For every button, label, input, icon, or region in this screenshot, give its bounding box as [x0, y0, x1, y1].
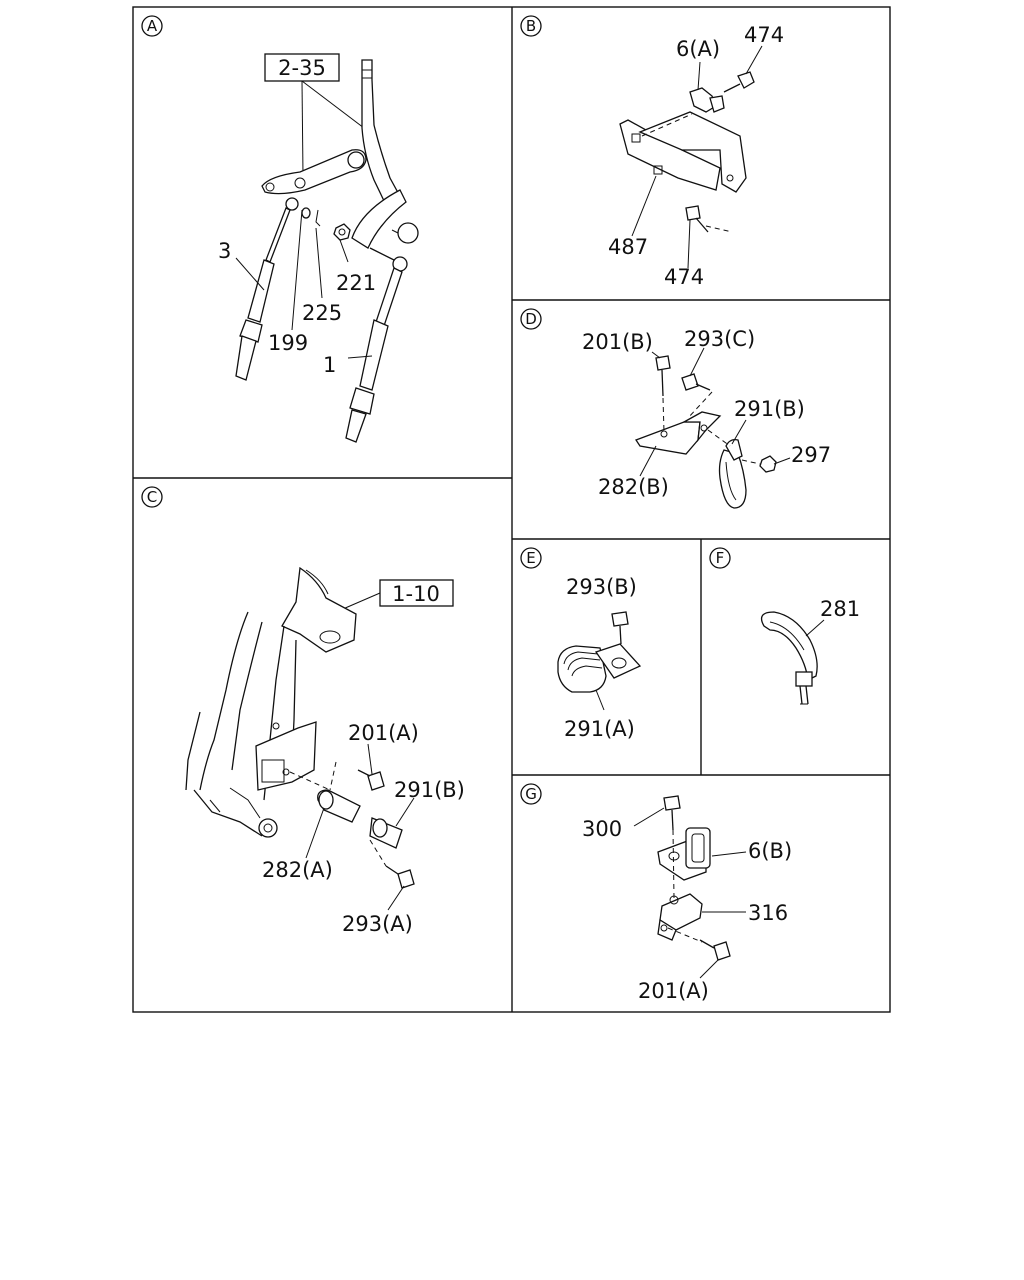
label-225: 225: [302, 301, 342, 325]
panel-a-drawing: 2-35: [218, 53, 419, 443]
label-293a: 293(A): [342, 912, 413, 936]
panel-letter-a: A: [141, 15, 163, 37]
label-201a: 201(A): [348, 721, 419, 745]
panel-g-drawing: 300 6(B) 316 201(A): [582, 795, 792, 1003]
label-297: 297: [791, 443, 831, 467]
label-291b: 291(B): [734, 397, 805, 421]
svg-text:B: B: [526, 17, 536, 35]
svg-text:G: G: [525, 785, 537, 803]
panel-d-drawing: 201(B) 293(C) 291(B) 297 282(B): [582, 327, 831, 509]
label-6a: 6(A): [676, 37, 720, 61]
label-199: 199: [268, 331, 308, 355]
label-281: 281: [820, 597, 860, 621]
panel-letter-c: C: [141, 486, 163, 508]
label-201a-g: 201(A): [638, 979, 709, 1003]
panel-e-drawing: 293(B) 291(A): [557, 575, 642, 741]
ref-box-1-10: 1-10: [392, 582, 440, 606]
label-6b: 6(B): [748, 839, 792, 863]
svg-text:F: F: [716, 549, 725, 567]
panel-letter-g: G: [520, 783, 542, 805]
panel-letter-b: B: [520, 15, 542, 37]
label-293b: 293(B): [566, 575, 637, 599]
label-1: 1: [323, 353, 336, 377]
panel-c-drawing: 1-10: [185, 566, 465, 936]
label-291a: 291(A): [564, 717, 635, 741]
label-3: 3: [218, 239, 231, 263]
label-316: 316: [748, 901, 788, 925]
label-474-bottom: 474: [664, 265, 704, 289]
panel-f-drawing: 281: [760, 597, 860, 705]
panel-letter-e: E: [520, 547, 542, 569]
label-300: 300: [582, 817, 622, 841]
panel-letter-f: F: [709, 547, 731, 569]
label-291b: 291(B): [394, 778, 465, 802]
label-487: 487: [608, 235, 648, 259]
diagram-frame: [132, 6, 891, 1013]
label-282a: 282(A): [262, 858, 333, 882]
label-474-top: 474: [744, 23, 784, 47]
ref-box-2-35: 2-35: [278, 56, 326, 80]
label-221: 221: [336, 271, 376, 295]
panel-b-drawing: 6(A) 474 487 474: [608, 23, 784, 289]
svg-text:E: E: [526, 549, 535, 567]
svg-text:A: A: [147, 17, 158, 35]
panel-letter-d: D: [520, 308, 542, 330]
svg-text:C: C: [147, 488, 157, 506]
label-282b: 282(B): [598, 475, 669, 499]
svg-text:D: D: [525, 310, 537, 328]
label-293c: 293(C): [684, 327, 755, 351]
label-201b: 201(B): [582, 330, 653, 354]
